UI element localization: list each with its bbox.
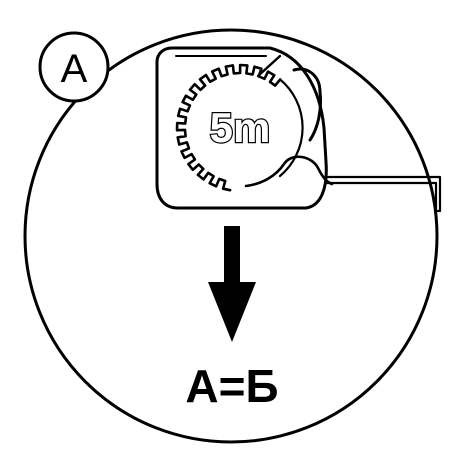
arrow-head <box>208 282 256 342</box>
tape-measure-icon: 5m <box>155 46 442 213</box>
tape-case-diagonal <box>256 54 282 78</box>
down-arrow-icon <box>208 226 256 342</box>
result-equation: А=Б <box>185 360 278 412</box>
tape-reel <box>175 63 304 192</box>
reel-right-arc <box>278 78 304 178</box>
step-badge-letter: A <box>61 47 88 91</box>
step-badge: A <box>38 31 110 103</box>
belt-clip <box>292 67 322 142</box>
tape-exit-grip <box>244 155 334 188</box>
tape-blade <box>324 175 442 213</box>
frame-circle <box>23 28 439 444</box>
step-badge-circle <box>38 31 110 103</box>
reel-gear-edge <box>175 63 282 192</box>
tape-case <box>155 46 328 210</box>
arrow-shaft <box>224 226 240 286</box>
tape-size-label: 5m <box>210 104 271 151</box>
